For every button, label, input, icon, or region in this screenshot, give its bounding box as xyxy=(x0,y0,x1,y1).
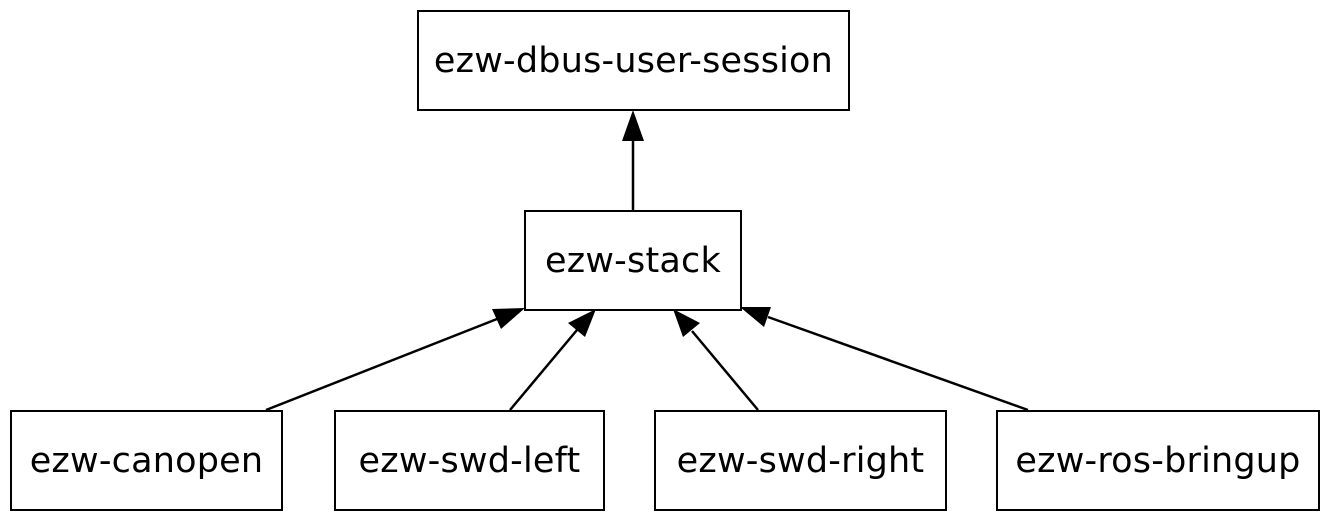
node-ezw-canopen: ezw-canopen xyxy=(10,410,283,511)
arrowhead-icon xyxy=(568,309,596,337)
arrowhead-icon xyxy=(622,110,644,141)
node-label: ezw-ros-bringup xyxy=(1015,440,1301,481)
node-label: ezw-stack xyxy=(545,240,721,281)
node-ezw-dbus-user-session: ezw-dbus-user-session xyxy=(417,10,850,111)
node-label: ezw-canopen xyxy=(29,440,264,481)
arrowhead-icon xyxy=(492,308,525,329)
edge-swd-left-to-stack xyxy=(509,309,596,411)
edge-ros-bringup-to-stack xyxy=(740,307,1029,412)
arrowhead-icon xyxy=(673,309,700,337)
node-ezw-ros-bringup: ezw-ros-bringup xyxy=(996,410,1320,511)
edge-stack-to-dbus xyxy=(622,110,644,210)
arrowhead-icon xyxy=(740,307,771,327)
node-ezw-stack: ezw-stack xyxy=(524,210,742,311)
node-ezw-swd-right: ezw-swd-right xyxy=(654,410,947,511)
edge-swd-right-to-stack xyxy=(673,309,759,411)
node-label: ezw-swd-right xyxy=(676,440,925,481)
node-ezw-swd-left: ezw-swd-left xyxy=(334,410,605,511)
node-label: ezw-swd-left xyxy=(358,440,581,481)
edge-canopen-to-stack xyxy=(265,308,525,412)
node-label: ezw-dbus-user-session xyxy=(433,40,834,81)
